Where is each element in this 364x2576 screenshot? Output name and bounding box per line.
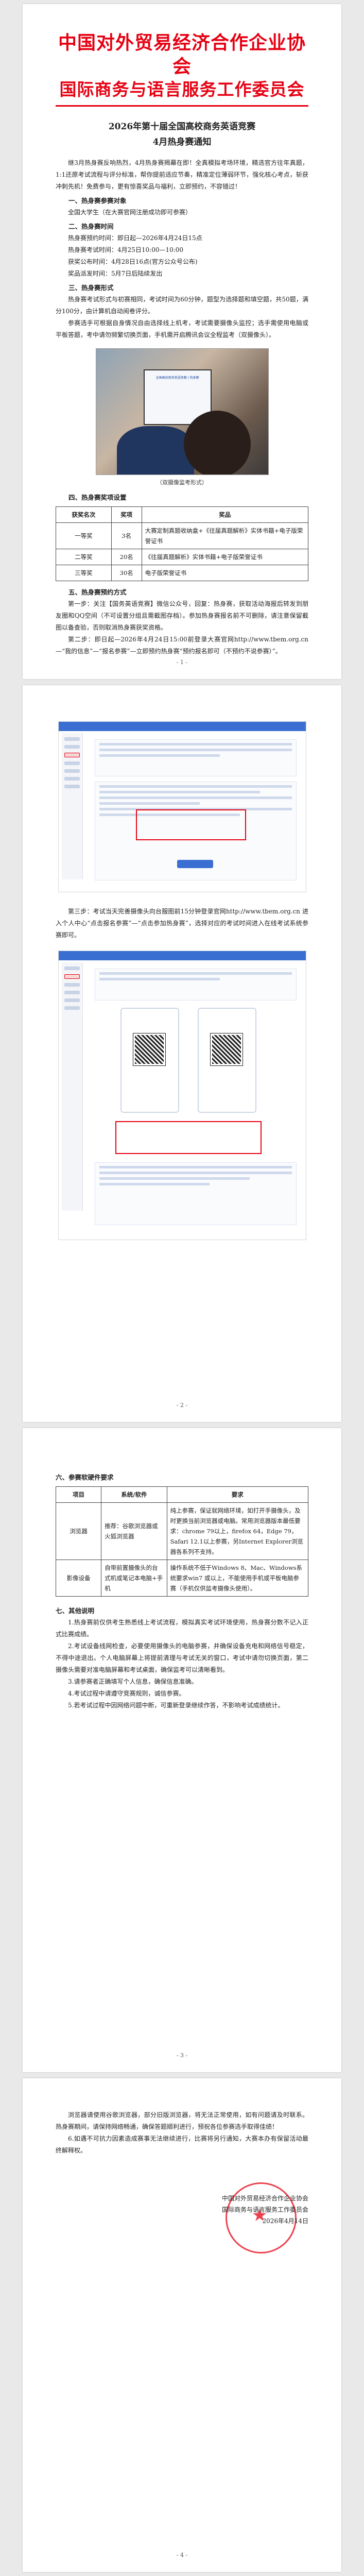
page-number: - 3 -	[176, 2052, 188, 2059]
section-3-body-1: 热身赛考试形式与初赛相同，考试时间为60分钟，题型为选择题和填空题，共50题，满…	[56, 296, 308, 315]
req-system: 推荐：谷歌浏览器或火狐浏览器	[101, 1502, 167, 1560]
person-figure	[116, 426, 194, 474]
intro-paragraph: 继3月热身赛反响热烈，4月热身赛揭幕在即！全真模拟考场环境，精选官方往年真题，1…	[56, 159, 308, 190]
signature-org2: 国际商务与语言服务工作委员会	[221, 2206, 308, 2213]
award-prize: 电子版荣誉证书	[141, 565, 309, 581]
step-2-text: 第二步：即日起—2026年4月24日15:00前登录大赛官网http://www…	[56, 636, 308, 655]
seal-star-icon: ★	[252, 2205, 268, 2226]
award-rank: 三等奖	[56, 565, 112, 581]
signature-text: 中国对外贸易经济合作企业协会 国际商务与语言服务工作委员会 2026年4月14日	[222, 2193, 308, 2227]
table-header-cell: 要求	[166, 1486, 309, 1503]
section-7-heading: 七、其他说明	[56, 1607, 95, 1615]
table-row: 影像设备 自带前置摄像头的台式机或笔记本电脑+手机 操作系统不低于Windows…	[55, 1560, 309, 1597]
award-prize: 《往届真题解析》实体书籍+电子版荣誉证书	[141, 549, 309, 565]
section-1-heading: 一、热身赛参赛对象	[68, 197, 127, 205]
step-1-text: 第一步：关注【国务英语竞赛】微信公众号，回复：热身赛，获取活动海报后转发到朋友圈…	[56, 600, 308, 631]
table-header-cell: 奖品	[141, 506, 309, 523]
org-header-line2: 国际商务与语言服务工作委员会	[59, 79, 305, 99]
dual-camera-photo: 全国高校商务英语竞赛 | 热身赛	[95, 348, 269, 475]
schedule-line: 热身赛考试时间：4月25日10:00—10:00	[68, 246, 184, 253]
document-page-1: 中国对外贸易经济合作企业协会 国际商务与语言服务工作委员会 2026年第十届全国…	[23, 4, 341, 679]
award-rank: 一等奖	[56, 522, 112, 549]
schedule-line: 奖品派发时间：5月7日后陆续发出	[68, 270, 163, 277]
note-item: 5.若考试过程中因网络问题中断，可重新登录继续作答，不影响考试成绩统计。	[68, 1702, 284, 1709]
req-item: 影像设备	[55, 1560, 102, 1597]
table-header-cell: 项目	[55, 1486, 102, 1503]
table-header-cell: 系统/软件	[101, 1486, 167, 1503]
site-side-menu	[61, 733, 83, 879]
document-page-2: 第三步：考试当天完善摄像头向台服图前15分钟登录官网http://www.tbe…	[23, 685, 341, 1422]
note-item: 6.如遇不可抗力因素造成赛事无法继续进行，比赛将另行通知，大赛本办有保留活动最终…	[56, 2135, 308, 2154]
table-row: 一等奖 3名 大赛定制真题收纳盒+《往届真题解析》实体书籍+电子版荣誉证书	[56, 522, 309, 549]
org-header-line1: 中国对外贸易经济合作企业协会	[58, 32, 306, 77]
website-screenshot-2	[58, 951, 306, 1240]
highlight-box	[135, 809, 246, 840]
signature-block: ★ 中国对外贸易经济合作企业协会 国际商务与语言服务工作委员会 2026年4月1…	[56, 2177, 308, 2280]
award-rank: 二等奖	[56, 549, 112, 565]
schedule-line: 获奖公布时间：4月28日16点(官方公众号公布)	[68, 258, 198, 265]
page-number: - 2 -	[176, 1402, 188, 1409]
header-red-divider	[56, 105, 308, 107]
site-top-bar	[58, 722, 306, 731]
table-row: 二等奖 20名 《往届真题解析》实体书籍+电子版荣誉证书	[56, 549, 309, 565]
step-3-text: 第三步：考试当天完善摄像头向台服图前15分钟登录官网http://www.tbe…	[56, 908, 308, 939]
awards-table: 获奖名次 奖项 奖品 一等奖 3名 大赛定制真题收纳盒+《往届真题解析》实体书籍…	[56, 506, 309, 581]
schedule-line: 热身赛预约时间：即日起—2026年4月24日15点	[68, 234, 202, 242]
section-3-heading: 三、热身赛形式	[68, 284, 114, 292]
section-6-heading: 六、参赛软硬件要求	[56, 1473, 114, 1481]
section-2-heading: 二、热身赛时间	[68, 223, 114, 230]
award-prize: 大赛定制真题收纳盒+《往届真题解析》实体书籍+电子版荣誉证书	[141, 522, 309, 549]
section-3-body-2: 参赛选手可根据自身情况自由选择线上机考，考试需要摄像头监控；选手需使用电脑或平板…	[56, 319, 308, 338]
official-seal: ★	[226, 2182, 297, 2253]
note-item: 3.请参赛者正确填写个人信息，确保信息准确。	[68, 1678, 198, 1685]
table-header-row: 获奖名次 奖项 奖品	[56, 506, 309, 523]
section-1-body: 全国大学生（在大赛官网注册成功即可参赛）	[68, 209, 192, 216]
section-5-heading: 五、热身赛预约方式	[68, 588, 127, 596]
qr-code-icon	[132, 1033, 166, 1066]
signature-org1: 中国对外贸易经济合作企业协会	[221, 2195, 308, 2202]
page-number: - 4 -	[176, 2552, 188, 2558]
site-top-bar	[58, 951, 306, 960]
document-page-4: 浏览器请使用谷歌浏览器，部分旧版浏览器，将无法正常使用，如有问题请及时联系。热身…	[23, 2078, 341, 2572]
site-side-menu	[61, 962, 83, 1211]
person-head	[183, 411, 251, 474]
page-number: - 1 -	[176, 659, 188, 666]
screen-text: 全国高校商务英语竞赛 | 热身赛	[155, 376, 199, 380]
note-item: 2.考试设备线网检查，必要使用摄像头的电脑参赛，并确保设备充电和网络信号稳定，不…	[56, 1642, 308, 1673]
document-page-3: 六、参赛软硬件要求 项目 系统/软件 要求 浏览器 推荐：谷歌浏览器或火狐浏览器…	[23, 1428, 341, 2072]
continued-paragraph: 浏览器请使用谷歌浏览器，部分旧版浏览器，将无法正常使用，如有问题请及时联系。热身…	[56, 2111, 308, 2130]
site-info-card	[94, 739, 297, 776]
table-header-row: 项目 系统/软件 要求	[55, 1486, 309, 1503]
table-row: 浏览器 推荐：谷歌浏览器或火狐浏览器 纯上参赛，保证就网络环境，如打开手摄像头，…	[55, 1502, 309, 1560]
notice-title-line1: 2026年第十届全国高校商务英语竞赛	[108, 122, 256, 132]
photo-caption: （双摄像监考形式）	[157, 479, 207, 486]
note-item: 4.考试过程中请遵守竞赛规则，诚信参赛。	[68, 1690, 185, 1697]
section-4-heading: 四、热身赛奖项设置	[68, 494, 127, 501]
table-header-cell: 奖项	[111, 506, 142, 523]
req-detail: 纯上参赛，保证就网络环境，如打开手摄像头，及时更换当前浏览器或电脑。常用浏览器版…	[166, 1502, 309, 1560]
req-system: 自带前置摄像头的台式机或笔记本电脑+手机	[101, 1560, 167, 1597]
note-item: 1.热身赛前仅供考生熟悉线上考试流程，模拟真实考试环境使用，热身赛分数不记入正式…	[56, 1619, 308, 1638]
laptop-screen: 全国高校商务英语竞赛 | 热身赛	[143, 369, 212, 425]
site-notice-card	[94, 1162, 297, 1225]
award-count: 20名	[111, 549, 142, 565]
req-detail: 操作系统不低于Windows 8、Mac、Windows系统要求win7 或以上…	[166, 1560, 309, 1597]
qr-code-icon	[210, 1033, 243, 1066]
highlight-box	[115, 1121, 262, 1154]
table-header-cell: 获奖名次	[56, 506, 112, 523]
award-count: 30名	[111, 565, 142, 581]
notice-title-line2: 4月热身赛通知	[152, 137, 212, 147]
requirements-table: 项目 系统/软件 要求 浏览器 推荐：谷歌浏览器或火狐浏览器 纯上参赛，保证就网…	[55, 1486, 309, 1597]
site-info-card	[94, 969, 297, 1001]
signature-date: 2026年4月14日	[262, 2217, 308, 2225]
req-item: 浏览器	[55, 1502, 102, 1560]
award-count: 3名	[111, 522, 142, 549]
website-screenshot-1	[58, 721, 306, 892]
site-confirm-button	[177, 860, 213, 868]
table-row: 三等奖 30名 电子版荣誉证书	[56, 565, 309, 581]
